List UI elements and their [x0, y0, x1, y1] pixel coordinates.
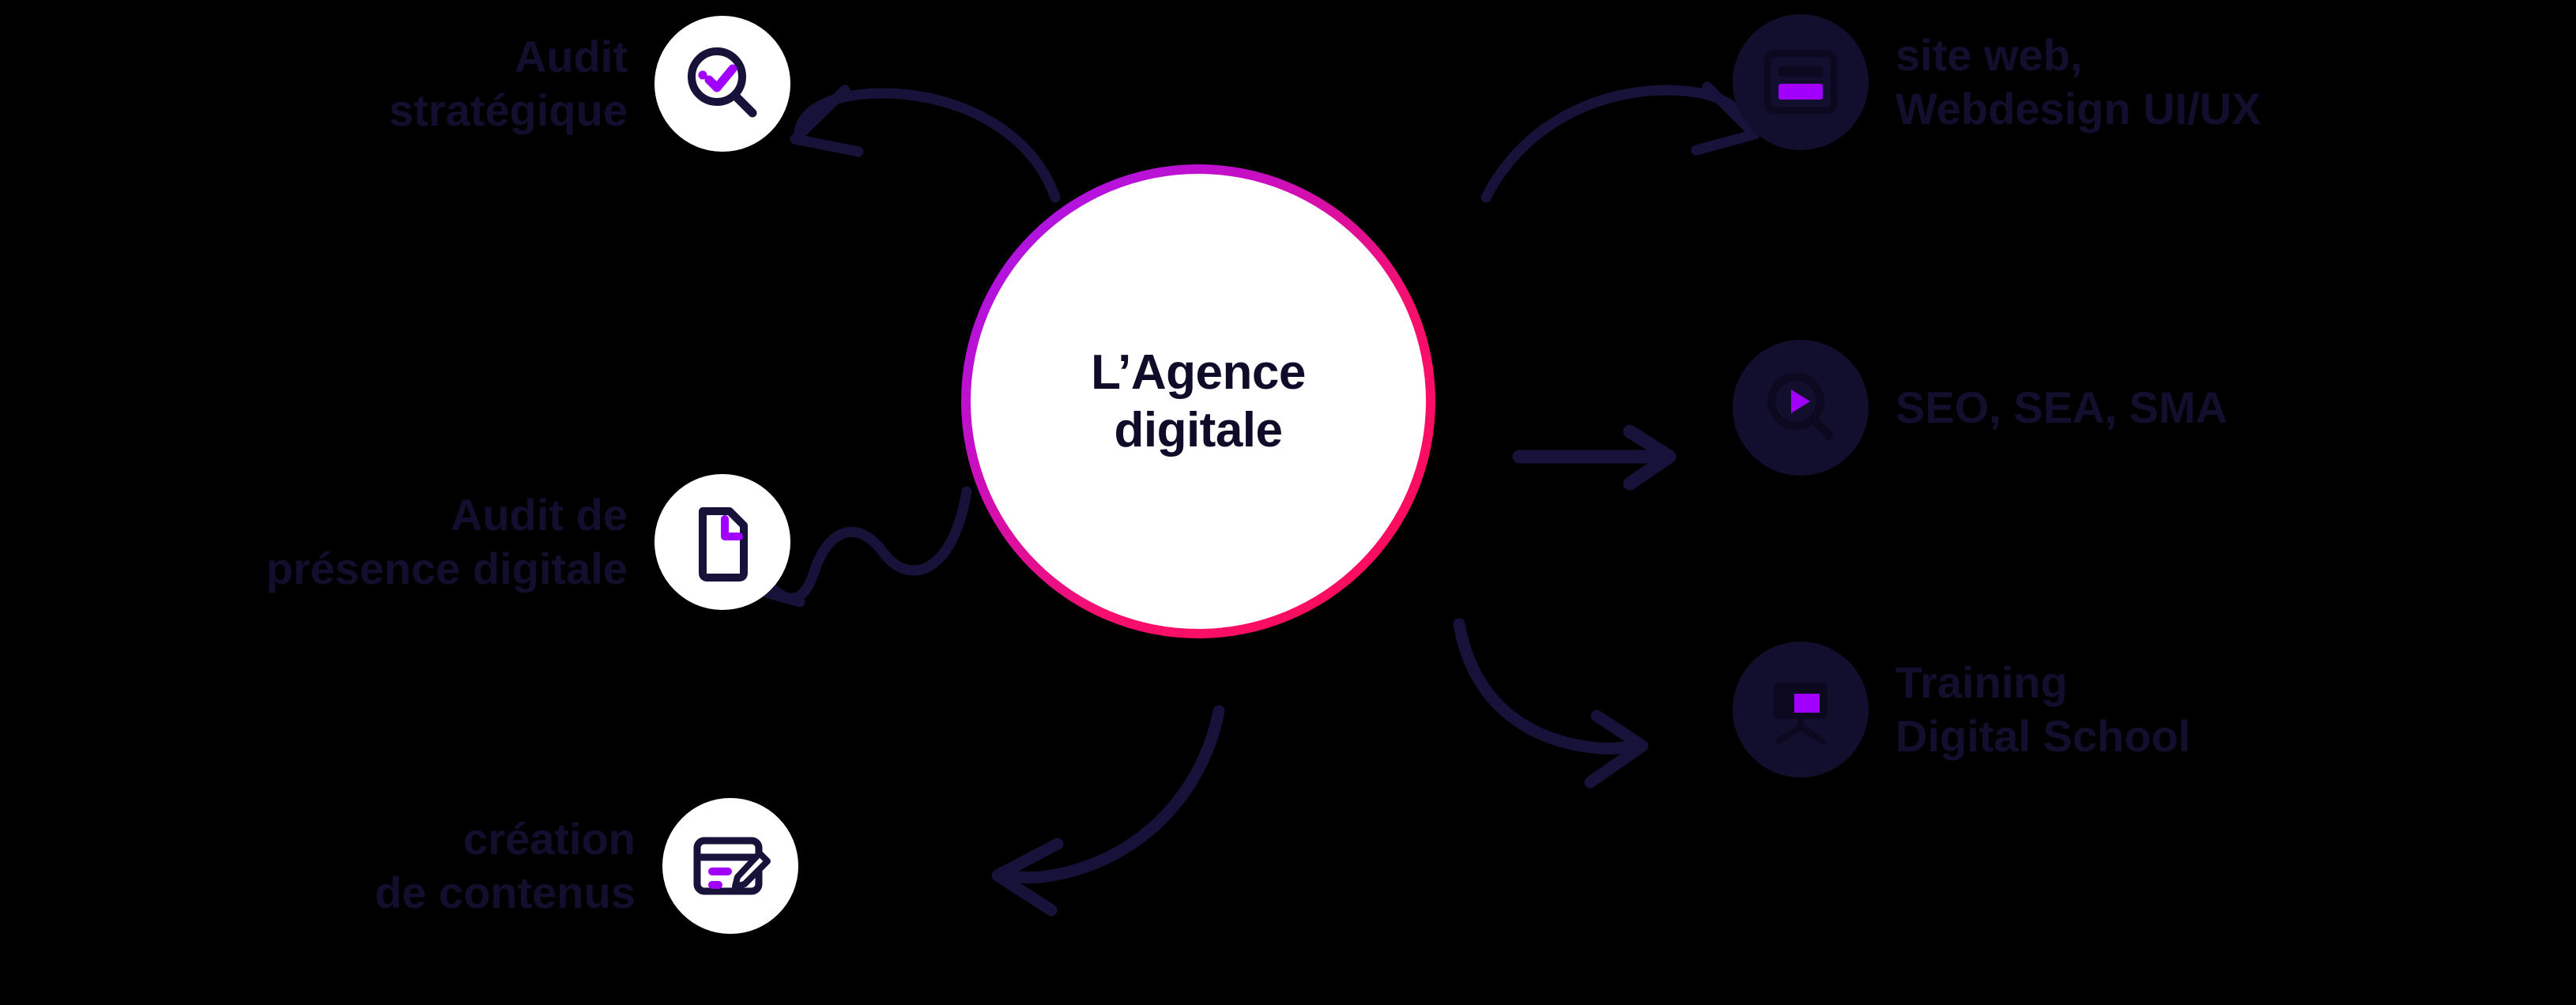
- document-clock-icon: [654, 474, 790, 610]
- card-edit-icon: [662, 798, 798, 934]
- arrow-mid-left: [755, 486, 972, 608]
- magnifier-check-icon: [654, 16, 790, 152]
- node-site-web-label: site web, Webdesign UI/UX: [1895, 29, 2261, 134]
- arrow-right-top: [1480, 81, 1760, 203]
- search-play-icon: [1733, 340, 1869, 476]
- node-audit-strategique-label: Audit stratégique: [389, 31, 628, 135]
- presentation-board-icon: [1733, 642, 1869, 777]
- node-audit-presence-digitale[interactable]: Audit de présence digitale: [0, 474, 790, 610]
- node-site-web[interactable]: site web, Webdesign UI/UX: [1733, 14, 2570, 150]
- hub-title-line1: L’Agence: [1091, 344, 1306, 400]
- node-audit-presence-digitale-label: Audit de présence digitale: [266, 489, 628, 593]
- hub-inner: L’Agence digitale: [971, 174, 1426, 629]
- hub-title-line2: digitale: [1114, 403, 1283, 457]
- node-creation-contenus[interactable]: création de contenus: [158, 798, 798, 934]
- arrow-right-mid: [1512, 424, 1676, 491]
- arrow-bottom-left: [991, 705, 1225, 917]
- node-seo-sea-sma-label: SEO, SEA, SMA: [1895, 382, 2228, 432]
- node-audit-strategique[interactable]: Audit stratégique: [134, 16, 790, 152]
- hub-agence-digitale[interactable]: L’Agence digitale: [961, 164, 1435, 638]
- arrow-right-bottom: [1453, 618, 1649, 789]
- node-seo-sea-sma[interactable]: SEO, SEA, SMA: [1733, 340, 2570, 476]
- node-creation-contenus-label: création de contenus: [375, 813, 636, 917]
- layout-card-icon: [1733, 14, 1869, 150]
- node-training-digital-school[interactable]: Training Digital School: [1733, 642, 2570, 777]
- arrow-top-left: [790, 85, 1061, 203]
- node-training-digital-school-label: Training Digital School: [1895, 657, 2191, 761]
